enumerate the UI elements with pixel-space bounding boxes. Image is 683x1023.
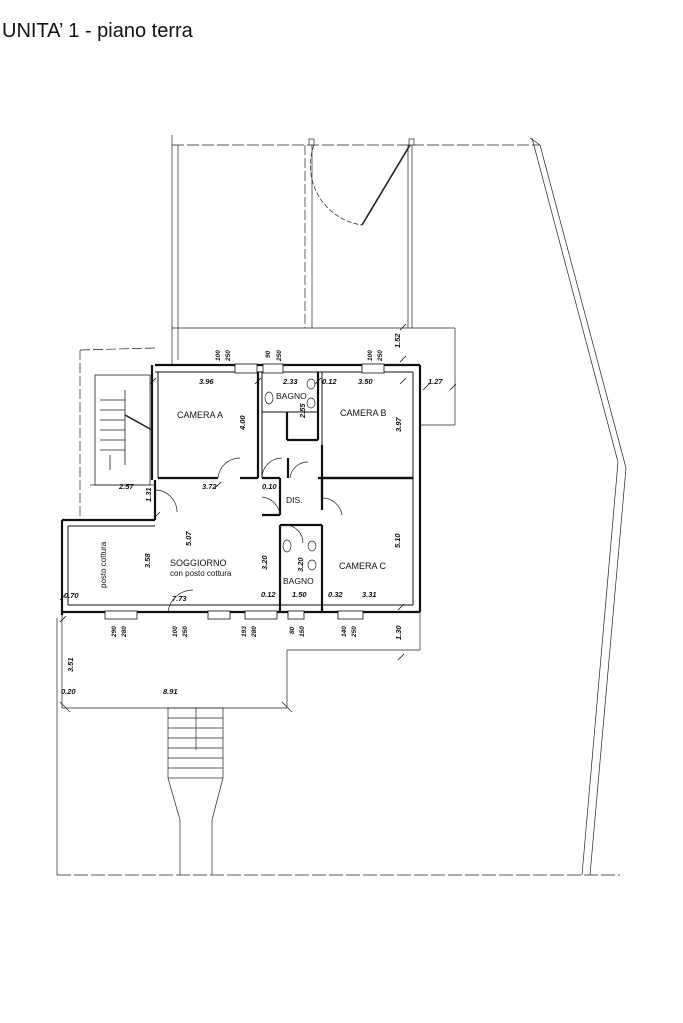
dim-130: 1.30: [394, 625, 403, 640]
front-area: [59, 612, 421, 875]
room-label-posto-cottura: posto cottura: [99, 541, 108, 588]
window-dim-7b: 150: [299, 626, 306, 637]
dim-351: 3.51: [66, 657, 75, 672]
walls: [60, 363, 422, 615]
dim-400: 4.00: [238, 415, 247, 431]
window-dim-2b: 250: [276, 350, 283, 362]
window-dim-5a: 100: [172, 626, 179, 637]
dim-233: 2.33: [282, 377, 298, 386]
dim-152: 1.52: [393, 333, 402, 348]
terrace-outline: [56, 135, 627, 876]
dim-010: 0.10: [262, 482, 277, 491]
left-stair: [90, 374, 155, 486]
windows: [104, 363, 385, 620]
dim-396: 3.96: [199, 377, 214, 386]
room-label-camera-c: CAMERA C: [339, 561, 387, 571]
room-label-bagno-2: BAGNO: [283, 576, 314, 586]
window-dim-3a: 100: [367, 350, 374, 361]
dim-510: 5.10: [393, 533, 402, 548]
dim-320b: 3.20: [296, 557, 305, 572]
window-dim-7a: 80: [289, 626, 296, 634]
dim-331: 3.31: [362, 590, 377, 599]
dim-032: 0.32: [328, 590, 343, 599]
dim-012a: 0.12: [322, 377, 337, 386]
dim-020: 0.20: [61, 687, 76, 696]
window-dim-8b: 250: [351, 626, 358, 638]
window-dim-3b: 250: [377, 350, 384, 362]
dim-070: 0.70: [64, 591, 79, 600]
room-label-camera-b: CAMERA B: [340, 408, 387, 418]
dim-372: 3.72: [202, 482, 217, 491]
dim-131: 1.31: [144, 487, 153, 502]
door-swings: [154, 457, 343, 613]
dim-127: 1.27: [428, 377, 443, 386]
room-label-soggiorno: SOGGIORNO: [170, 558, 227, 568]
dim-891: 8.91: [163, 687, 178, 696]
window-dim-2a: 90: [265, 350, 272, 358]
drawing-title: UNITA’ 1 - piano terra: [2, 20, 193, 42]
dim-257: 2.57: [118, 482, 134, 491]
room-label-soggiorno-sub: con posto cottura: [170, 569, 232, 578]
dim-255: 2.55: [298, 403, 307, 419]
dim-350: 3.50: [358, 377, 373, 386]
bathroom-fixtures: [264, 378, 317, 571]
window-dim-6a: 193: [241, 626, 248, 637]
window-dim-4b: 280: [121, 626, 128, 638]
window-dim-8a: 140: [341, 626, 348, 637]
dim-397: 3.97: [394, 417, 403, 432]
window-dim-1b: 250: [225, 350, 232, 362]
window-dim-6b: 280: [251, 626, 258, 638]
room-label-camera-a: CAMERA A: [177, 410, 223, 420]
window-dim-5b: 250: [182, 626, 189, 638]
dim-150: 1.50: [292, 590, 307, 599]
dim-507: 5.07: [184, 531, 193, 546]
dim-320a: 3.20: [260, 555, 269, 570]
room-label-bagno-1: BAGNO: [276, 391, 307, 401]
window-dim-1a: 100: [215, 350, 222, 361]
dim-358: 3.58: [143, 553, 152, 568]
dim-773: 7.73: [172, 594, 187, 603]
window-dim-4a: 290: [111, 626, 118, 638]
dim-012b: 0.12: [261, 590, 276, 599]
dimension-ticks: [59, 323, 457, 661]
room-label-dis: DIS.: [286, 495, 303, 505]
